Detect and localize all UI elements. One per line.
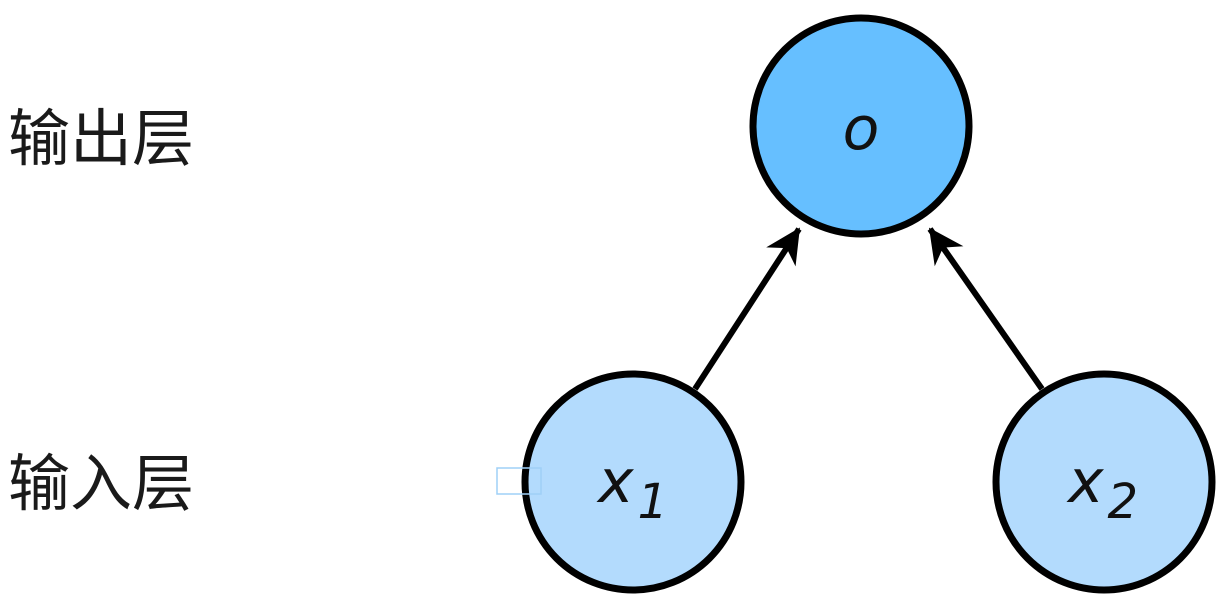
edge-x1-to-o (692, 227, 802, 391)
input-node-1-label: x1 (596, 447, 668, 530)
input-node-2-symbol: x (1066, 447, 1104, 517)
edge-x2-to-o (927, 227, 1045, 391)
output-node-label: o (843, 94, 880, 164)
input-node-2-label: x2 (1066, 447, 1138, 530)
input-node-1-subscript: 1 (638, 474, 669, 530)
output-node: o (749, 14, 973, 238)
selection-box (496, 467, 542, 495)
input-node-2-circle (992, 370, 1216, 594)
input-node-2: x2 (992, 370, 1216, 594)
input-node-2-subscript: 2 (1108, 474, 1139, 530)
input-node-1: x1 (521, 370, 745, 594)
input-node-1-symbol: x (596, 447, 634, 517)
output-node-symbol: o (843, 94, 880, 164)
output-node-circle (749, 14, 973, 238)
input-node-1-circle (521, 370, 745, 594)
input-layer-label: 输入层 (8, 447, 194, 520)
output-layer-label: 输出层 (8, 102, 194, 175)
